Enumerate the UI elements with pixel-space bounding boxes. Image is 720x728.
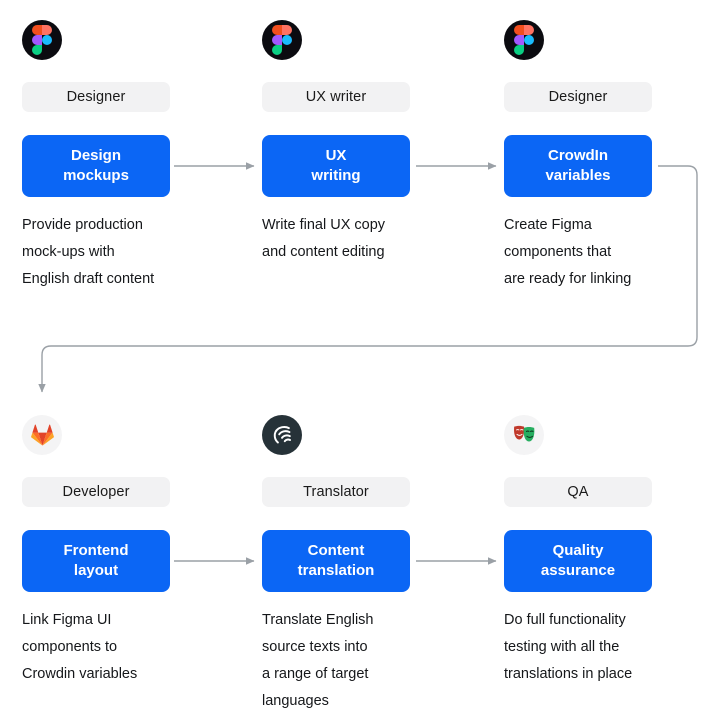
figma-icon: [22, 20, 62, 60]
role-pill: Translator: [262, 477, 410, 507]
step-card[interactable]: Content translation: [262, 530, 410, 592]
step-card[interactable]: CrowdIn variables: [504, 135, 652, 197]
step-description: Write final UX copy and content editing: [262, 217, 386, 260]
role-pill: Designer: [504, 82, 652, 112]
figma-icon: [262, 20, 302, 60]
theater-masks-icon: [504, 415, 544, 455]
crowdin-icon: [262, 415, 302, 455]
step-description: Link Figma UI components to Crowdin vari…: [22, 612, 138, 682]
step-card[interactable]: Frontend layout: [22, 530, 170, 592]
step-description: Do full functionality testing with all t…: [504, 612, 633, 682]
step-card[interactable]: UX writing: [262, 135, 410, 197]
role-pill: Developer: [22, 477, 170, 507]
figma-icon: [504, 20, 544, 60]
step-description: Translate English source texts into a ra…: [262, 612, 374, 709]
role-pill: Designer: [22, 82, 170, 112]
step-description: Provide production mock-ups with English…: [22, 217, 155, 287]
step-card[interactable]: Design mockups: [22, 135, 170, 197]
role-pill: QA: [504, 477, 652, 507]
step-card[interactable]: Quality assurance: [504, 530, 652, 592]
role-pill: UX writer: [262, 82, 410, 112]
step-description: Create Figma components that are ready f…: [504, 217, 632, 287]
gitlab-icon: [22, 415, 62, 455]
